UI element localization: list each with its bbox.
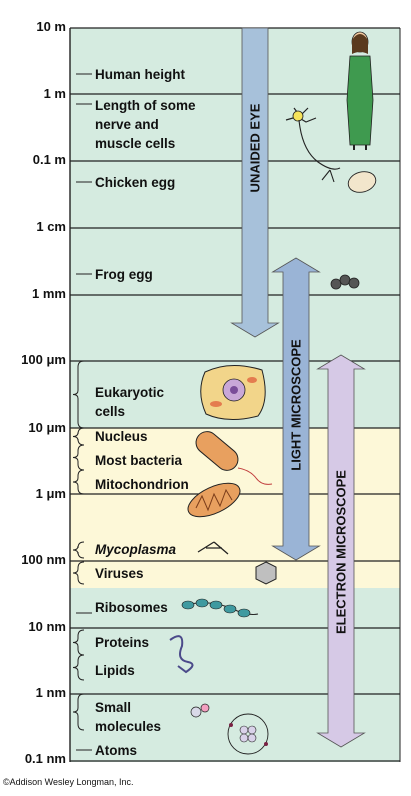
ribosomes-icon: [181, 598, 259, 618]
mycoplasma-icon: [197, 541, 229, 555]
scale-label-10nm: 10 nm: [28, 619, 66, 634]
brace-mitochondrion: [72, 469, 85, 495]
scale-label-0-1nm: 0.1 nm: [24, 751, 66, 766]
mitochondrion-icon: [187, 482, 241, 518]
atom-icon: [227, 713, 269, 755]
frog-egg-icon: [330, 274, 360, 290]
unaided-eye-arrow: [230, 27, 280, 338]
item-viruses: Viruses: [95, 566, 144, 581]
copyright-credit: ©Addison Wesley Longman, Inc.: [3, 777, 134, 787]
small-molecule-icon: [190, 703, 210, 718]
protein-icon: [169, 635, 194, 674]
brace-nucleus: [72, 427, 85, 446]
light-microscope-label: LIGHT MICROSCOPE: [288, 339, 303, 471]
scale-label-10um: 10 μm: [28, 420, 66, 435]
item-nucleus: Nucleus: [95, 429, 148, 444]
brace-proteins: [72, 629, 85, 656]
item-most-bacteria: Most bacteria: [95, 453, 183, 468]
virus-icon: [255, 561, 277, 585]
nerve-cell-icon: [285, 107, 341, 183]
scale-label-10m: 10 m: [36, 19, 66, 34]
brace-lipids: [72, 654, 85, 681]
brace-viruses: [72, 561, 85, 585]
scale-label-1m: 1 m: [43, 86, 66, 101]
eukaryotic-cell-icon: [200, 365, 266, 420]
human-figure-icon: [346, 31, 374, 150]
scale-label-1nm: 1 nm: [35, 685, 66, 700]
brace-small-molecules: [72, 693, 85, 731]
scale-label-100um: 100 μm: [21, 352, 66, 367]
item-frog-egg: Frog egg: [95, 267, 153, 282]
scale-label-100nm: 100 nm: [21, 552, 66, 567]
scale-label-1cm: 1 cm: [36, 219, 66, 234]
brace-eukaryotic-cells: [72, 360, 85, 429]
item-mitochondrion: Mitochondrion: [95, 477, 189, 492]
unaided-eye-label: UNAIDED EYE: [247, 103, 262, 192]
item-proteins: Proteins: [95, 635, 150, 650]
item-lipids: Lipids: [95, 663, 135, 678]
electron-microscope-label: ELECTRON MICROSCOPE: [333, 470, 348, 634]
scale-label-1um: 1 μm: [35, 486, 66, 501]
scale-label-0-1m: 0.1 m: [32, 152, 66, 167]
brace-mycoplasma: [72, 541, 85, 559]
item-human-height: Human height: [95, 67, 185, 82]
item-ribosomes: Ribosomes: [95, 600, 168, 615]
electron-microscope-arrow: [316, 354, 366, 748]
item-atoms: Atoms: [95, 743, 138, 758]
item-mycoplasma: Mycoplasma: [95, 542, 177, 557]
item-chicken-egg: Chicken egg: [95, 175, 176, 190]
scale-label-1mm: 1 mm: [32, 286, 66, 301]
brace-most-bacteria: [72, 444, 85, 471]
chicken-egg-icon: [347, 171, 377, 193]
light-microscope-arrow: [271, 257, 321, 561]
bacterium-icon: [195, 431, 273, 485]
